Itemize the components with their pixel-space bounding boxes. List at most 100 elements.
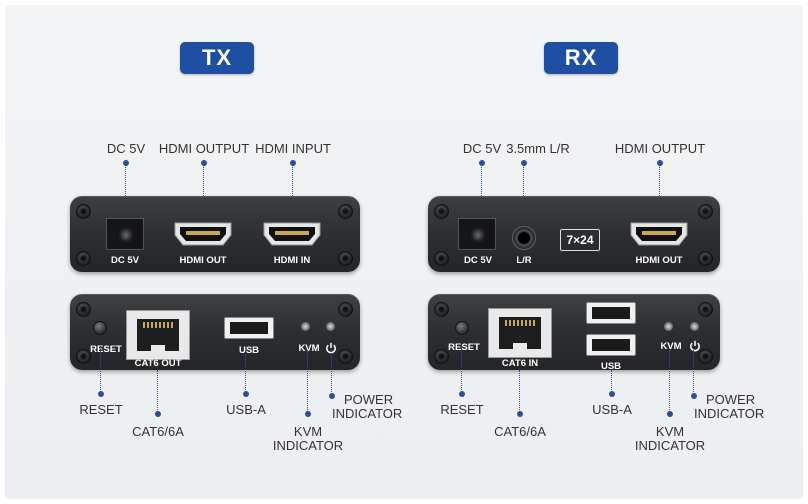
rx-power-dot <box>691 393 697 399</box>
rx-label-cat6: CAT6/6A <box>494 424 546 439</box>
rx-rear-panel: RESET CAT6 IN USB KVM <box>428 294 720 372</box>
rj45-port-icon <box>488 308 552 358</box>
rx-panel-reset-text: RESET <box>448 342 480 353</box>
rx-front-panel: DC 5V L/R 7×24 HDMI OUT <box>428 196 720 272</box>
rx-label-power-line1: POWER <box>706 392 756 407</box>
screw-icon <box>434 251 449 266</box>
tx-power-leader <box>331 350 332 396</box>
screw-icon <box>434 204 449 219</box>
usb-port-icon <box>586 334 636 356</box>
screw-icon <box>338 251 353 266</box>
rx-dc-jack <box>458 218 496 250</box>
audio-jack-icon <box>512 226 536 250</box>
tx-label-cat6: CAT6/6A <box>132 424 184 439</box>
rx-label-hdmi-output: HDMI OUTPUT <box>614 141 706 156</box>
screw-icon <box>698 204 713 219</box>
tx-hdmi-out-dot <box>201 160 207 166</box>
screw-icon <box>338 302 353 317</box>
screw-icon <box>698 302 713 317</box>
tx-label-hdmi-output: HDMI OUTPUT <box>158 141 250 156</box>
rx-power-leader <box>693 350 694 396</box>
tx-panel-kvm-text: KVM <box>298 343 320 354</box>
tx-kvm-led <box>301 322 310 331</box>
tx-label-hdmi-input: HDMI INPUT <box>255 141 331 156</box>
tx-panel-hdmi-out-text: HDMI OUT <box>179 255 227 266</box>
tx-panel-usb-text: USB <box>238 345 260 356</box>
tx-label-usb: USB-A <box>226 402 266 417</box>
tx-front-panel: DC 5V HDMI OUT HDMI IN <box>70 196 360 272</box>
rx-reset-leader <box>461 346 462 394</box>
rx-reset-dot <box>459 391 465 397</box>
rx-panel-dc-text: DC 5V <box>464 255 492 266</box>
tx-dc-dot <box>123 160 129 166</box>
tx-label-power-line2: INDICATOR <box>332 406 403 421</box>
rx-label-audio: 3.5mm L/R <box>506 141 570 156</box>
rx-reset-button <box>455 321 469 335</box>
rx-dip-label: 7×24 <box>560 229 600 251</box>
screw-icon <box>434 349 449 364</box>
rx-usb-leader <box>611 370 612 394</box>
rx-usb-dot <box>609 391 615 397</box>
rx-dc-leader <box>481 164 482 222</box>
rx-panel-cat6-text: CAT6 IN <box>501 358 539 369</box>
rx-kvm-leader <box>669 350 670 414</box>
screw-icon <box>698 251 713 266</box>
tx-dc-jack <box>106 218 144 250</box>
tx-panel-hdmi-in-text: HDMI IN <box>273 255 311 266</box>
screw-icon <box>76 302 91 317</box>
tx-label-kvm-line2: INDICATOR <box>272 438 344 453</box>
hdmi-port-icon <box>630 222 688 246</box>
tx-label-reset: RESET <box>79 402 123 417</box>
rx-audio-dot <box>521 160 527 166</box>
tx-reset-leader <box>100 346 101 394</box>
screw-icon <box>434 302 449 317</box>
rx-panel-audio-text: L/R <box>516 255 532 266</box>
screw-icon <box>76 204 91 219</box>
power-icon <box>690 340 700 352</box>
tx-label-kvm-line1: KVM <box>293 424 323 439</box>
rx-panel-kvm-text: KVM <box>660 341 682 352</box>
tx-usb-dot <box>243 391 249 397</box>
rx-cat6-leader <box>519 370 520 414</box>
tx-label-power-line1: POWER <box>344 392 394 407</box>
tx-hdmi-in-dot <box>290 160 296 166</box>
rx-label-dc: DC 5V <box>462 141 502 156</box>
rx-power-led <box>690 322 699 331</box>
tx-power-dot <box>329 393 335 399</box>
hdmi-port-icon <box>263 222 321 246</box>
tx-label-dc: DC 5V <box>106 141 146 156</box>
rx-panel-hdmi-out-text: HDMI OUT <box>635 255 683 266</box>
rx-panel-usb-text: USB <box>600 361 622 372</box>
tx-reset-button <box>93 321 107 335</box>
rx-label-kvm-line2: INDICATOR <box>634 438 706 453</box>
screw-icon <box>76 251 91 266</box>
tx-dc-leader <box>125 164 126 222</box>
screw-icon <box>698 349 713 364</box>
rx-hdmi-out-dot <box>657 160 663 166</box>
rx-badge: RX <box>544 42 618 74</box>
screw-icon <box>338 349 353 364</box>
tx-rear-panel: RESET CAT6 OUT USB KVM <box>70 294 360 370</box>
rx-cat6-dot <box>517 411 523 417</box>
hdmi-port-icon <box>174 222 232 246</box>
rj45-port-icon <box>126 310 190 360</box>
rx-label-power-line2: INDICATOR <box>694 406 765 421</box>
tx-kvm-dot <box>305 411 311 417</box>
tx-cat6-dot <box>155 411 161 417</box>
screw-icon <box>76 349 91 364</box>
tx-panel-reset-text: RESET <box>90 344 122 355</box>
rx-dc-dot <box>479 160 485 166</box>
tx-panel-cat6-text: CAT6 OUT <box>134 358 182 369</box>
usb-port-icon <box>224 317 274 339</box>
usb-port-icon <box>586 302 636 324</box>
tx-kvm-leader <box>307 350 308 414</box>
tx-usb-leader <box>245 354 246 394</box>
tx-power-led <box>326 322 335 331</box>
rx-label-usb: USB-A <box>592 402 632 417</box>
rx-label-reset: RESET <box>440 402 484 417</box>
tx-cat6-leader <box>157 370 158 414</box>
tx-badge: TX <box>180 42 254 74</box>
screw-icon <box>338 204 353 219</box>
rx-kvm-dot <box>667 411 673 417</box>
tx-reset-dot <box>98 391 104 397</box>
